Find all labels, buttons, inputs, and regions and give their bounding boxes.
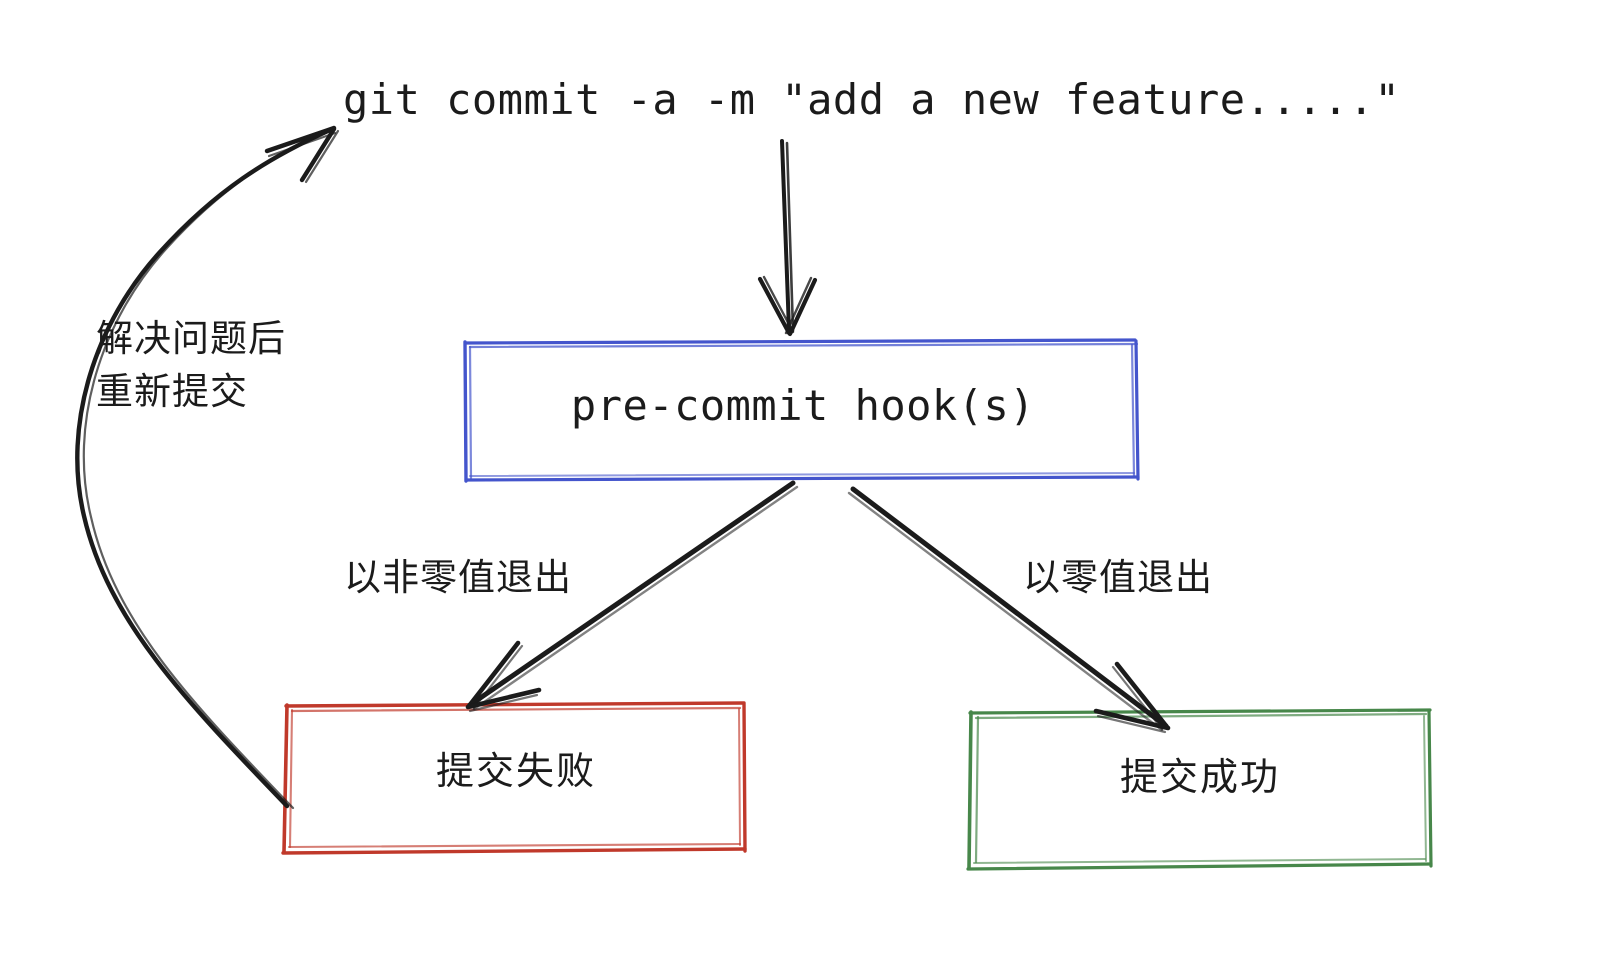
node-hook-box[interactable] [463,338,1140,483]
retry-label-line-1: 解决问题后 [96,317,286,360]
node-success-label: 提交成功 [1119,755,1280,799]
edge-label-retry: 解决问题后重新提交 [96,320,286,410]
git-commit-command-text: git commit -a -m "add a new feature.....… [343,75,1401,124]
edge-label-exit-nonzero: 以非零值退出 [344,556,572,599]
retry-label-line-2: 重新提交 [96,370,248,413]
node-success-box[interactable] [966,708,1433,871]
edge-hook-to-fail-arrow [465,480,799,713]
edge-label-exit-zero: 以零值退出 [1023,556,1213,599]
node-fail-box[interactable] [281,701,747,855]
node-fail-label: 提交失败 [435,749,596,793]
node-hook-label: pre-commit hook(s) [570,381,1036,430]
edge-fail-to-cmd-arrow [75,125,340,810]
edge-hook-to-success-arrow [847,486,1171,734]
edge-cmd-to-hook-arrow [757,139,818,337]
